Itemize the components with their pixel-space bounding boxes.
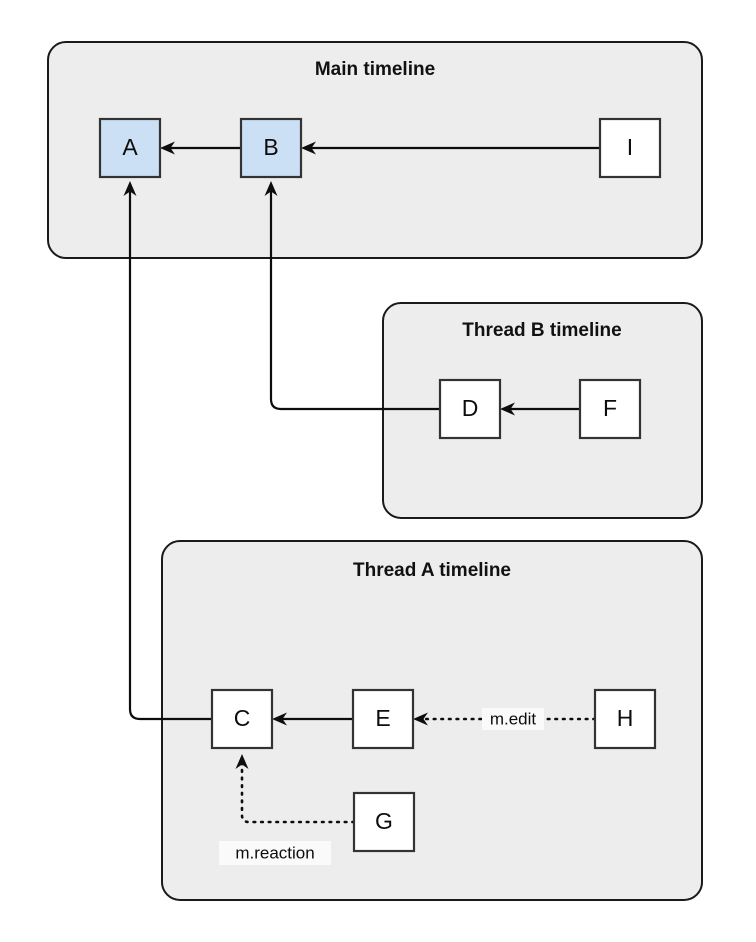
edge-D-B: [264, 181, 440, 411]
edge-arrowhead: [160, 141, 175, 155]
edge-label-H-E: m.edit: [482, 708, 544, 730]
node-label: C: [234, 705, 251, 731]
edge-path: [128, 189, 212, 721]
container-title: Thread A timeline: [353, 560, 511, 581]
node-box[interactable]: [351, 688, 415, 750]
container-background: [161, 540, 703, 901]
node-label: I: [627, 134, 633, 160]
edge-F-D: [500, 402, 580, 416]
event-node-C[interactable]: C: [210, 688, 274, 750]
edge-label-text: m.reaction: [235, 843, 314, 862]
event-node-F[interactable]: F: [578, 378, 642, 440]
node-label: F: [603, 395, 617, 421]
event-node-D[interactable]: D: [438, 378, 502, 440]
edge-arrowhead: [235, 754, 249, 769]
node-label: B: [263, 134, 278, 160]
edge-labels-layer: m.edit m.reaction: [219, 708, 544, 865]
edge-arrowhead: [301, 141, 316, 155]
edge-arrowhead: [264, 181, 278, 196]
edge-path: [240, 758, 356, 824]
event-node-B[interactable]: B: [239, 117, 303, 179]
node-label: G: [375, 808, 393, 834]
timeline-container-threadA: Thread A timeline: [161, 540, 703, 901]
edge-label-text: m.edit: [490, 709, 537, 728]
node-label: H: [617, 705, 634, 731]
edge-H-E: [413, 712, 597, 726]
node-box[interactable]: [598, 117, 662, 179]
container-background: [382, 302, 703, 519]
edge-label-G-C: m.reaction: [219, 841, 331, 865]
container-title: Main timeline: [315, 59, 435, 80]
edge-arrowhead: [272, 712, 287, 726]
nodes-layer: A B I D F C E H G: [98, 117, 662, 853]
edge-path: [269, 189, 440, 411]
edge-arrowhead: [123, 181, 137, 196]
event-node-E[interactable]: E: [351, 688, 415, 750]
event-node-H[interactable]: H: [593, 688, 657, 750]
edge-I-B: [301, 141, 600, 155]
node-box[interactable]: [352, 791, 416, 853]
timeline-container-main: Main timeline: [47, 41, 703, 259]
edge-C-A: [123, 181, 212, 721]
event-node-A[interactable]: A: [98, 117, 162, 179]
node-box[interactable]: [210, 688, 274, 750]
container-background: [47, 41, 703, 259]
edge-arrowhead: [500, 402, 515, 416]
edge-G-C: [235, 754, 356, 824]
node-box[interactable]: [239, 117, 303, 179]
edges-layer: [123, 141, 600, 824]
node-box[interactable]: [593, 688, 657, 750]
event-node-G[interactable]: G: [352, 791, 416, 853]
node-box[interactable]: [438, 378, 502, 440]
edge-label-badge: [482, 708, 544, 730]
timeline-container-threadB: Thread B timeline: [382, 302, 703, 519]
container-title: Thread B timeline: [462, 320, 621, 341]
node-box[interactable]: [578, 378, 642, 440]
edge-E-C: [272, 712, 353, 726]
node-label: A: [122, 134, 138, 160]
edge-label-badge: [219, 841, 331, 865]
node-label: D: [462, 395, 479, 421]
edge-B-A: [160, 141, 241, 155]
node-box[interactable]: [98, 117, 162, 179]
node-label: E: [375, 705, 390, 731]
event-node-I[interactable]: I: [598, 117, 662, 179]
edge-arrowhead: [413, 712, 428, 726]
